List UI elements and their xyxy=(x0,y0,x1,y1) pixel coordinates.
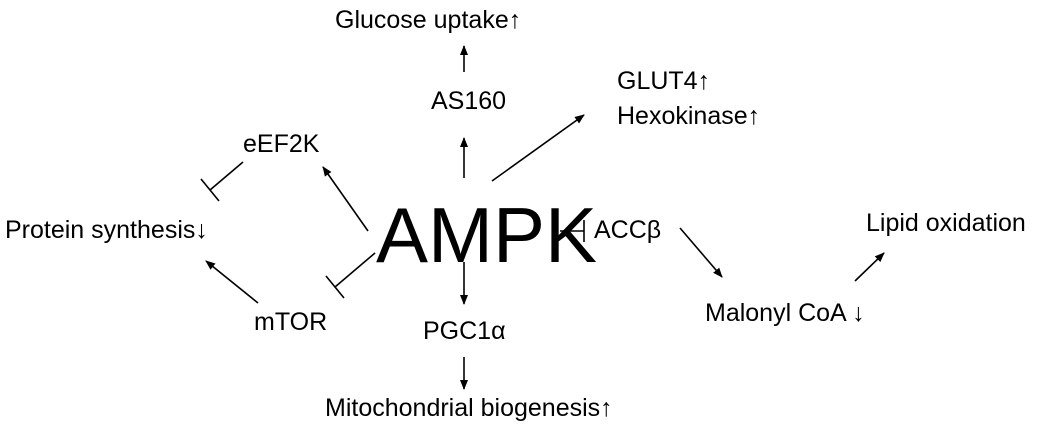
node-glut4: GLUT4↑ xyxy=(617,67,711,95)
node-as160: AS160 xyxy=(431,87,507,115)
node-acc-beta: ACCβ xyxy=(594,216,662,244)
edge-ampk-to-eef2k xyxy=(322,166,369,232)
node-glucose-uptake: Glucose uptake↑ xyxy=(335,6,522,34)
node-protein-synthesis: Protein synthesis↓ xyxy=(5,216,208,244)
edge-ampk-to-glut4-hexokinase xyxy=(491,114,585,182)
edge-ampk-inhibits-mtor-bar xyxy=(325,275,345,299)
node-mitochondrial-biogenesis: Mitochondrial biogenesis↑ xyxy=(325,394,613,422)
node-malonyl-coa: Malonyl CoA ↓ xyxy=(705,299,865,327)
node-lipid-oxidation: Lipid oxidation xyxy=(866,209,1026,237)
edge-ampk-inhibits-mtor xyxy=(334,252,376,288)
node-pgc1a: PGC1α xyxy=(423,317,506,345)
edge-mtor-to-protein-synthesis xyxy=(205,260,259,304)
edge-malonyl-coa-to-lipid-oxidation xyxy=(854,252,885,282)
node-eef2k: eEF2K xyxy=(243,130,320,158)
node-hexokinase: Hexokinase↑ xyxy=(617,102,761,130)
node-mtor: mTOR xyxy=(254,308,328,336)
edge-eef2k-inhibits-protein-synthesis xyxy=(209,161,244,191)
edge-eef2k-inhibits-protein-synthesis-bar xyxy=(200,178,220,202)
edge-acc-beta-to-malonyl-coa xyxy=(679,227,723,278)
node-ampk: AMPK xyxy=(376,191,598,279)
